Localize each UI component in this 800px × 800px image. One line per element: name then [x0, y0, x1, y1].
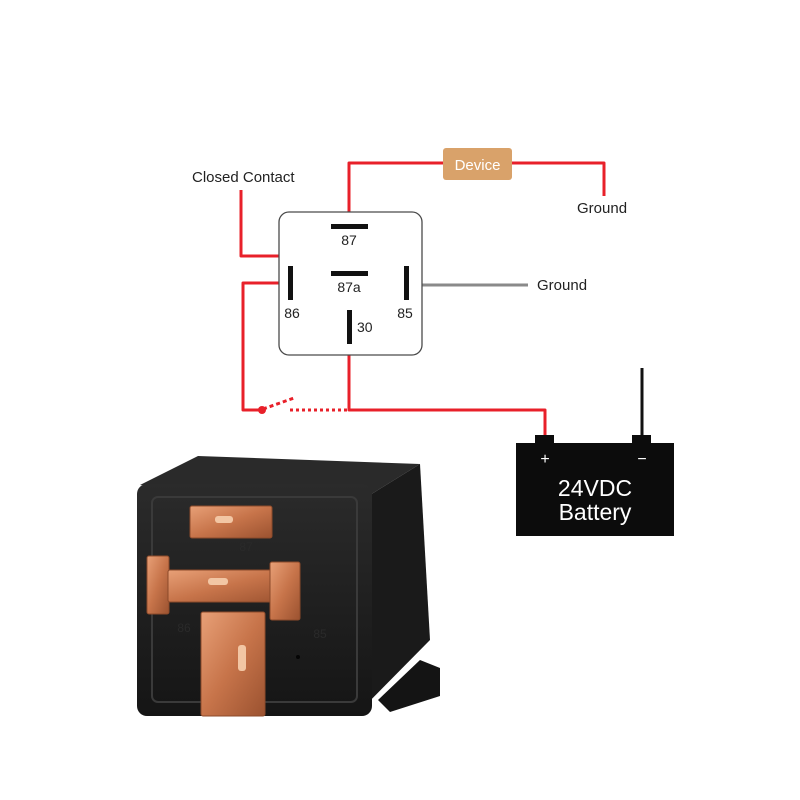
- terminal-30: [200, 611, 266, 717]
- engraved-87: 87: [239, 540, 253, 554]
- battery-label: Battery: [559, 499, 632, 525]
- terminal-87a: [167, 569, 287, 603]
- wire-30-to-battery: [347, 355, 547, 437]
- pin-30-label: 30: [357, 319, 373, 335]
- open-switch-icon: [258, 406, 266, 414]
- wire-device-to-ground: [512, 161, 606, 196]
- pin-86-bar: [288, 266, 293, 300]
- relay-side-face: [355, 464, 430, 716]
- relay-bracket: [378, 660, 440, 712]
- pin-86-label: 86: [284, 305, 300, 321]
- switch-blade: [262, 396, 295, 411]
- relay-schematic: 87 87a 86 85 30: [278, 211, 423, 356]
- pin-87a-label: 87a: [337, 279, 361, 295]
- relay-photo: 87 86 85: [137, 456, 440, 717]
- ground-top-label: Ground: [577, 200, 627, 217]
- ground-right-label: Ground: [537, 277, 587, 294]
- battery-plus-sign: +: [540, 451, 549, 468]
- terminal-85: [269, 561, 301, 621]
- device-label: Device: [455, 157, 501, 174]
- device-box: Device: [443, 148, 512, 180]
- terminal-86: [146, 555, 170, 615]
- pin-30-bar: [347, 310, 352, 344]
- pin-87-bar: [331, 224, 368, 229]
- battery-plus-terminal: [535, 435, 554, 445]
- battery-minus-sign: −: [637, 451, 646, 468]
- pin-87-label: 87: [341, 232, 357, 248]
- battery-voltage: 24VDC: [558, 475, 632, 501]
- wire-86-to-switch: [241, 281, 279, 412]
- battery-minus-terminal: [632, 435, 651, 445]
- battery-icon: + − 24VDC Battery: [516, 435, 674, 536]
- engraved-86: 86: [177, 621, 191, 635]
- pin-87a-bar: [331, 271, 368, 276]
- battery-body: [516, 443, 674, 536]
- pin-85-bar: [404, 266, 409, 300]
- closed-contact-label: Closed Contact: [192, 169, 295, 186]
- pin-85-label: 85: [397, 305, 413, 321]
- wire-87-to-device: [347, 161, 443, 212]
- relay-outline: [278, 211, 423, 356]
- engraved-85: 85: [313, 627, 327, 641]
